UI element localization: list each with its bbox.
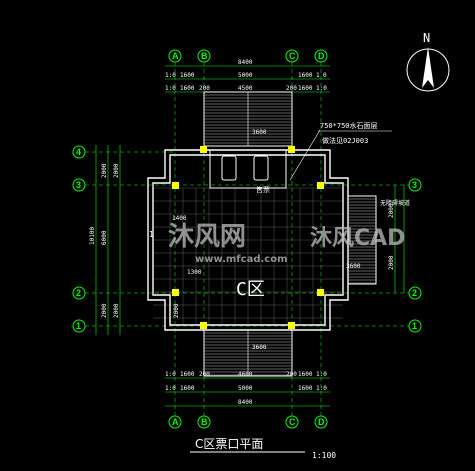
dim-left-inner: 6000 — [101, 230, 108, 245]
dim-top-r3-f: 1600 — [298, 85, 313, 92]
north-label: N — [423, 31, 430, 45]
watermark-brand: 沐风网 — [168, 222, 246, 252]
dim-bot-r1-g: 1:0 — [316, 371, 327, 378]
dim-bot-r2-b: 1600 — [180, 385, 195, 392]
north-arrow-icon — [422, 47, 434, 88]
dim-top-overall: 8400 — [238, 59, 253, 66]
leader-line — [289, 129, 321, 181]
exterior-walls — [147, 149, 349, 331]
grid-col-a-top: A — [172, 51, 179, 61]
lower-stair-label: 3600 — [252, 344, 267, 351]
elevation-mark: 1 — [149, 230, 154, 239]
grid-col-b-bottom: B — [201, 417, 208, 427]
dim-left-seg4: 2000 — [113, 303, 120, 318]
dim-top-r2-a: 1:0 — [165, 72, 176, 79]
column — [317, 182, 324, 189]
dim-right-b: 2000 — [388, 255, 395, 270]
watermark-right: 沐风CAD — [310, 226, 405, 251]
dim-top-r3-g: 1:0 — [316, 85, 327, 92]
dim-bot-r2-a: 1:0 — [165, 385, 176, 392]
tile-ref-label: 做法见02J003 — [322, 136, 368, 145]
dim-left-seg2: 2000 — [113, 163, 120, 178]
right-dimensions — [394, 185, 405, 293]
dim-top-r2-e: 1 — [316, 72, 320, 79]
dim-right-a: 2000 — [388, 203, 395, 218]
dim-left-seg1: 2000 — [101, 163, 108, 178]
upper-stair: 3600 — [203, 91, 293, 147]
column — [172, 182, 179, 189]
dim-top-r2-b: 1600 — [180, 72, 195, 79]
grid-row-1-left: 1 — [76, 321, 81, 331]
north-arrow: N — [406, 31, 450, 92]
dim-bot-r1-d: 4600 — [238, 371, 253, 378]
ticket-office-walls — [209, 149, 287, 189]
grid-row-3-left: 3 — [76, 180, 81, 190]
dim-bot-r1-c: 200 — [199, 371, 210, 378]
dim-bot-r1-f: 1600 — [298, 371, 313, 378]
ticket-office-label: 售票 — [256, 185, 270, 194]
column — [172, 289, 179, 296]
dim-top-r2-d: 1600 — [298, 72, 313, 79]
floor-tile-grid — [153, 187, 343, 325]
column — [288, 322, 295, 329]
dim-bot-r1-a: 1:0 — [165, 371, 176, 378]
ramp-ref-label: 无障碍坡道 — [380, 199, 410, 207]
room-name: C区 — [236, 279, 265, 300]
grid-col-b-top: B — [201, 51, 208, 61]
column — [200, 322, 207, 329]
dim-top-r3-c: 200 — [199, 85, 210, 92]
grid-row-2-left: 2 — [76, 288, 81, 298]
accessible-ramp — [347, 195, 377, 285]
grid-col-d-top: D — [318, 51, 325, 61]
dim-top-r3-d: 4500 — [238, 85, 253, 92]
dim-bot-overall: 8400 — [238, 399, 253, 406]
drawing-scale: 1:100 — [312, 451, 336, 460]
structural-columns — [172, 146, 324, 329]
grid-axis-right: 3 2 1 — [408, 178, 422, 333]
drawing-title: C区票口平面 — [195, 437, 263, 451]
grid-row-1-right: 1 — [412, 321, 417, 331]
dim-1400: 1400 — [172, 215, 187, 222]
dim-top-r3-b: 1600 — [180, 85, 195, 92]
dim-2000: 2000 — [173, 303, 180, 318]
column — [317, 289, 324, 296]
dim-bot-r2-c: 5000 — [238, 385, 253, 392]
grid-row-4-left: 4 — [76, 147, 81, 157]
dim-top-r3-e: 200 — [286, 85, 297, 92]
grid-col-a-bottom: A — [172, 417, 179, 427]
watermark-site: www.mfcad.com — [195, 254, 288, 265]
grid-row-3-right: 3 — [412, 180, 417, 190]
dim-top-r3-a: 1:0 — [165, 85, 176, 92]
dim-bot-r1-b: 1600 — [180, 371, 195, 378]
dim-bot-r2-d: 1600 — [298, 385, 313, 392]
grid-col-c-top: C — [289, 51, 296, 61]
dim-1300: 1300 — [187, 269, 202, 276]
left-dimensions — [95, 145, 121, 335]
column — [200, 146, 207, 153]
grid-row-2-right: 2 — [412, 288, 417, 298]
grid-col-d-bottom: D — [318, 417, 325, 427]
dim-top-r2-f: 0 — [323, 72, 327, 79]
dim-top-r2-c: 5000 — [238, 72, 253, 79]
grid-col-c-bottom: C — [289, 417, 296, 427]
dim-bot-r2-e: 1:0 — [316, 385, 327, 392]
dim-3600: 3600 — [346, 263, 361, 270]
tile-spec-label: 750*750水石面层 — [320, 121, 378, 130]
bottom-dimensions — [165, 377, 330, 407]
dim-left-seg3: 2000 — [101, 303, 108, 318]
watermark: 沐风网 www.mfcad.com 沐风CAD — [168, 222, 405, 265]
upper-stair-label: 3600 — [252, 129, 267, 136]
column — [288, 146, 295, 153]
dim-left-overall: 10100 — [89, 227, 96, 245]
